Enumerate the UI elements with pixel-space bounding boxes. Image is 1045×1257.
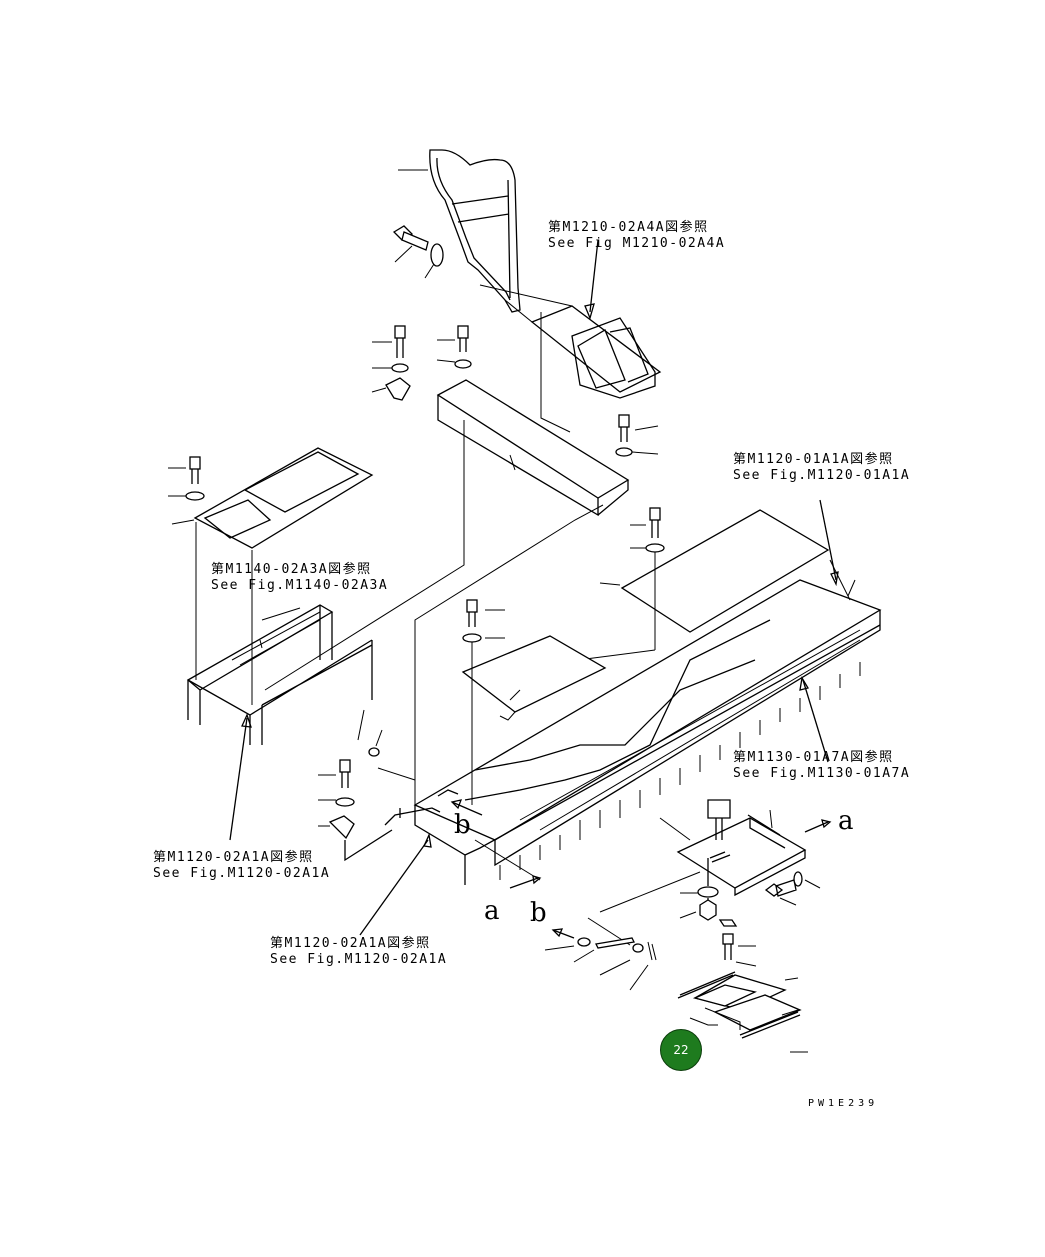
- drawing-code: PW1E239: [808, 1098, 879, 1109]
- reference-label-m1120-01: 第M1120-01A1A図参照 See Fig.M1120-01A1A: [733, 452, 910, 484]
- reference-label-m1120-02-left: 第M1120-02A1A図参照 See Fig.M1120-02A1A: [153, 850, 330, 882]
- bolts-left-lower: [318, 709, 542, 936]
- bolts-center-top: [371, 325, 659, 457]
- step-bracket: [479, 239, 662, 399]
- reference-label-en: See Fig.M1120-02A1A: [270, 952, 448, 967]
- reference-label-jp: 第M1120-01A1A図参照: [733, 452, 894, 467]
- reference-label-en: See Fig.M1120-01A1A: [733, 468, 911, 483]
- reference-label-m1210: 第M1210-02A4A図参照 See Fig M1210-02A4A: [548, 220, 725, 252]
- section-letter-a-bottom: a: [484, 896, 500, 926]
- bolt-washer-upper: [392, 225, 444, 279]
- handrail: [398, 149, 521, 313]
- center-cover: [264, 312, 630, 805]
- reference-label-jp: 第M1120-02A1A図参照: [270, 936, 431, 951]
- main-frame: [413, 499, 882, 885]
- part-number-badge-label: 22: [673, 1043, 689, 1057]
- reference-label-m1140: 第M1140-02A3A図参照 See Fig.M1140-02A3A: [211, 562, 388, 594]
- reference-label-en: See Fig M1210-02A4A: [548, 236, 726, 251]
- reference-label-jp: 第M1130-01A7A図参照: [733, 750, 894, 765]
- reference-label-jp: 第M1210-02A4A図参照: [548, 220, 709, 235]
- step-treads: [677, 971, 808, 1053]
- part-number-badge[interactable]: 22: [660, 1029, 702, 1071]
- reference-label-en: See Fig.M1130-01A7A: [733, 766, 911, 781]
- reference-label-en: See Fig.M1140-02A3A: [211, 578, 389, 593]
- left-frame: [186, 604, 373, 841]
- left-cover-panel: [168, 447, 374, 705]
- reference-label-m1120-02-bottom: 第M1120-02A1A図参照 See Fig.M1120-02A1A: [270, 936, 447, 968]
- reference-leaders: [259, 607, 521, 701]
- reference-label-jp: 第M1140-02A3A図参照: [211, 562, 372, 577]
- center-floor-panel: [461, 599, 607, 805]
- section-letter-a-right: a: [838, 806, 854, 836]
- section-letter-b-bottom: b: [530, 898, 547, 928]
- reference-label-jp: 第M1120-02A1A図参照: [153, 850, 314, 865]
- pins-lower: [544, 928, 657, 991]
- step-subassembly: [587, 799, 832, 967]
- reference-label-en: See Fig.M1120-02A1A: [153, 866, 331, 881]
- section-letter-b-center: b: [454, 810, 471, 840]
- reference-label-m1130: 第M1130-01A7A図参照 See Fig.M1130-01A7A: [733, 750, 910, 782]
